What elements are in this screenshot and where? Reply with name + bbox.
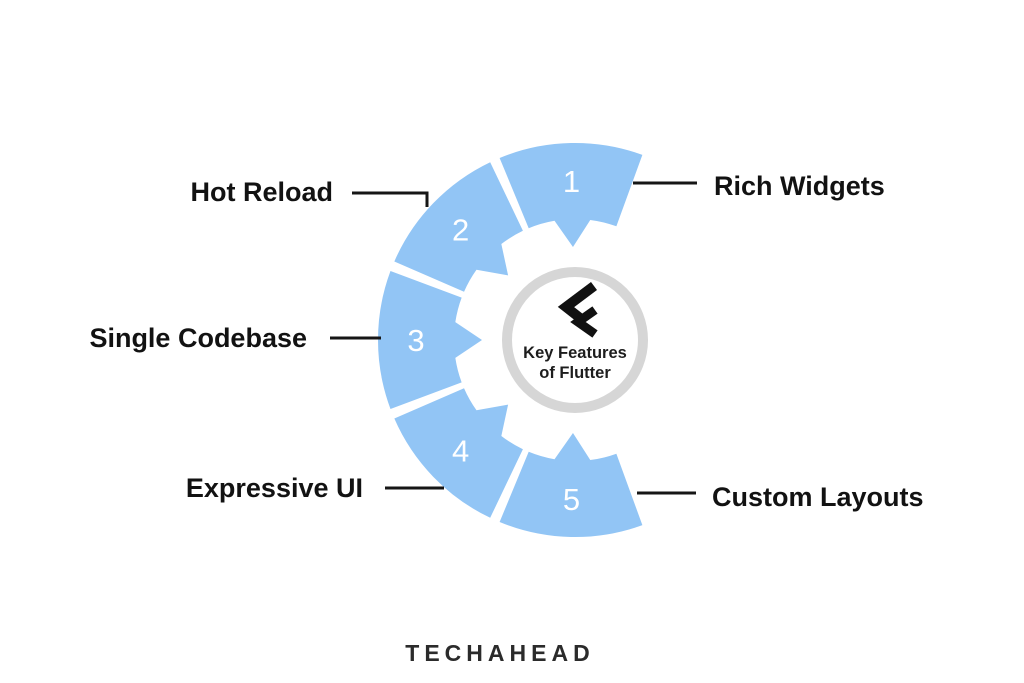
brand-logo: TECHAHEAD [405, 640, 595, 666]
segment-numbers-group: 1 2 3 4 5 [407, 164, 580, 517]
feature-label-hot-reload: Hot Reload [190, 177, 333, 207]
feature-label-expressive-ui: Expressive UI [185, 473, 363, 503]
segment-2 [394, 162, 523, 292]
diagram-title: Key Features of Flutter [493, 343, 657, 383]
segment-3 [378, 271, 482, 409]
diagram-title-line2: of Flutter [539, 364, 611, 382]
segments-group [378, 143, 643, 537]
segment-number-1: 1 [563, 164, 580, 199]
segment-1 [499, 143, 643, 248]
feature-label-single-codebase: Single Codebase [89, 323, 307, 353]
diagram-title-line1: Key Features [523, 344, 627, 362]
connector-lines-group [330, 181, 697, 495]
segment-4 [394, 388, 523, 518]
feature-label-custom-layouts: Custom Layouts [712, 482, 924, 512]
segment-number-5: 5 [563, 482, 580, 517]
segment-number-4: 4 [452, 433, 469, 468]
flutter-logo-icon [557, 282, 598, 338]
connector-line-2 [352, 191, 429, 207]
feature-label-rich-widgets: Rich Widgets [714, 171, 885, 201]
center-circle [502, 267, 648, 413]
segment-number-3: 3 [407, 323, 424, 358]
segment-5 [499, 432, 643, 537]
segment-number-2: 2 [452, 212, 469, 247]
